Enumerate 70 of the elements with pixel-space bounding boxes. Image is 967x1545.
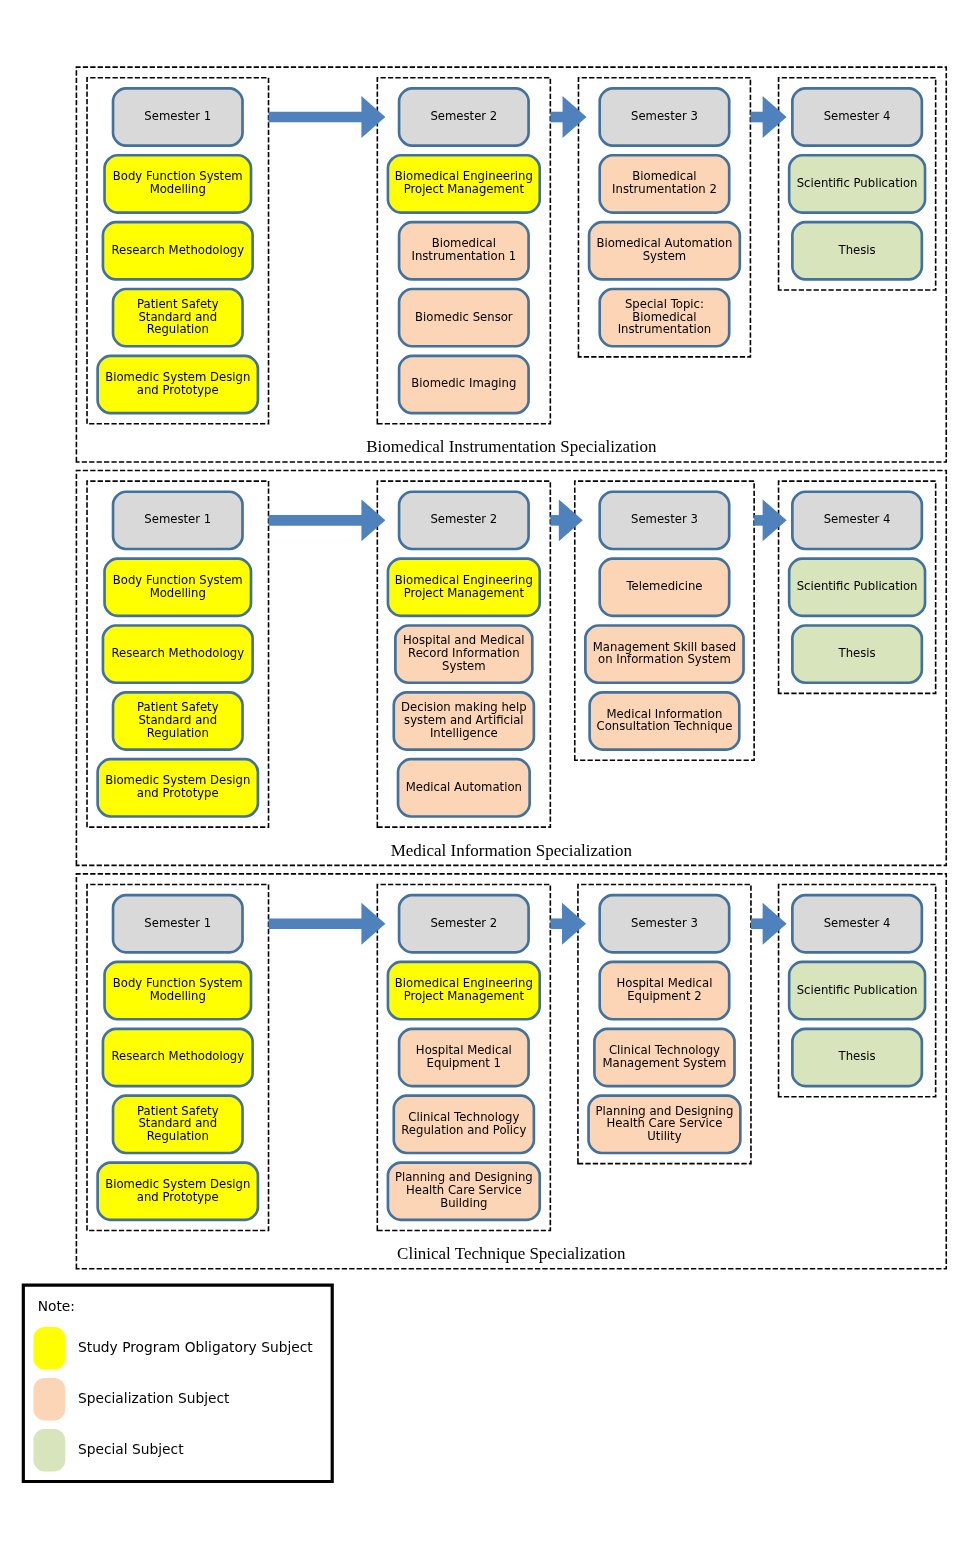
node-box: Biomedical Engineering Project Management bbox=[386, 960, 541, 1021]
cluster bbox=[376, 479, 551, 828]
node-box: Semester 1 bbox=[111, 489, 244, 550]
node-box: Hospital Medical Equipment 2 bbox=[597, 960, 731, 1021]
node-box: Semester 4 bbox=[790, 893, 923, 954]
node-box: Research Methodology bbox=[101, 1027, 254, 1087]
node-box: Semester 1 bbox=[111, 86, 244, 147]
node-box: Thesis bbox=[790, 623, 923, 684]
arrow bbox=[268, 95, 385, 138]
cluster bbox=[85, 883, 269, 1231]
node-box: Body Function System Modelling bbox=[102, 556, 252, 617]
node-box: Decision making help system and Artificial Intelligence bbox=[391, 690, 535, 751]
node-box: Biomedical Instrumentation 1 bbox=[397, 220, 530, 281]
arrow bbox=[268, 498, 385, 541]
node-box: Patient Safety Standard and Regulation bbox=[111, 1093, 244, 1154]
cluster bbox=[85, 76, 269, 425]
node-box: Medical Information Consultation Technique bbox=[587, 690, 741, 751]
label: Note: bbox=[37, 1297, 75, 1314]
node-box: Medical Automation bbox=[396, 757, 531, 818]
legend-label: Specialization Subject bbox=[77, 1389, 229, 1406]
node-box: Biomedic System Design and Prototype bbox=[95, 1160, 259, 1221]
node-box: Semester 4 bbox=[790, 86, 923, 147]
node-box: Telemedicine bbox=[597, 556, 731, 617]
node-box: Biomedic System Design and Prototype bbox=[95, 757, 259, 818]
legend-label: Special Subject bbox=[77, 1440, 184, 1457]
cluster bbox=[376, 883, 551, 1231]
node-box: Management Skill based on Information System bbox=[583, 623, 745, 684]
node-box: Thesis bbox=[790, 1027, 923, 1087]
node-box: Planning and Designing Health Care Service Utility bbox=[586, 1093, 742, 1154]
node-box: Semester 4 bbox=[790, 489, 923, 550]
cluster bbox=[577, 76, 751, 358]
node-box: Scientific Publication bbox=[787, 556, 926, 617]
cluster bbox=[376, 76, 551, 425]
node-box: Hospital Medical Equipment 1 bbox=[397, 1027, 530, 1087]
node-box: Clinical Technology Management System bbox=[592, 1027, 736, 1087]
node-box: Semester 3 bbox=[597, 86, 731, 147]
node-box: Research Methodology bbox=[101, 220, 254, 281]
cluster bbox=[777, 883, 936, 1098]
node-box: Biomedical Instrumentation 2 bbox=[597, 153, 731, 214]
node-box: Clinical Technology Regulation and Policy bbox=[391, 1093, 535, 1154]
node-box: Research Methodology bbox=[101, 623, 254, 684]
legend-label: Study Program Obligatory Subject bbox=[77, 1338, 313, 1355]
node-box: Biomedical Automation System bbox=[587, 220, 741, 281]
node-box: Planning and Designing Health Care Service Building bbox=[386, 1160, 541, 1221]
cluster bbox=[777, 76, 936, 291]
node-box: Scientific Publication bbox=[787, 153, 926, 214]
arrow bbox=[268, 902, 385, 945]
node-box: Special Topic: Biomedical Instrumentation bbox=[597, 287, 731, 348]
node-box: Semester 2 bbox=[397, 893, 530, 954]
node-box: Biomedical Engineering Project Management bbox=[386, 153, 541, 214]
node-box: Thesis bbox=[790, 220, 923, 281]
node-box: Semester 2 bbox=[397, 86, 530, 147]
node-box: Biomedic System Design and Prototype bbox=[95, 354, 259, 414]
node-box: Body Function System Modelling bbox=[102, 960, 252, 1021]
node-box: Patient Safety Standard and Regulation bbox=[111, 690, 244, 751]
node-box: Biomedic Sensor bbox=[397, 287, 530, 348]
node-box: Semester 1 bbox=[111, 893, 244, 954]
cluster bbox=[576, 883, 752, 1164]
cluster bbox=[777, 479, 936, 694]
cluster bbox=[85, 479, 269, 828]
node-box: Biomedic Imaging bbox=[397, 354, 530, 414]
node-box: Patient Safety Standard and Regulation bbox=[111, 287, 244, 348]
node-box: Body Function System Modelling bbox=[102, 153, 252, 214]
node-box: Biomedical Engineering Project Management bbox=[386, 556, 541, 617]
node-box: Hospital and Medical Record Information System bbox=[393, 623, 534, 684]
node-box: Semester 3 bbox=[597, 489, 731, 550]
node-box: Semester 3 bbox=[597, 893, 731, 954]
node-box: Semester 2 bbox=[397, 489, 530, 550]
node-box: Scientific Publication bbox=[787, 960, 926, 1021]
cluster bbox=[573, 479, 755, 761]
